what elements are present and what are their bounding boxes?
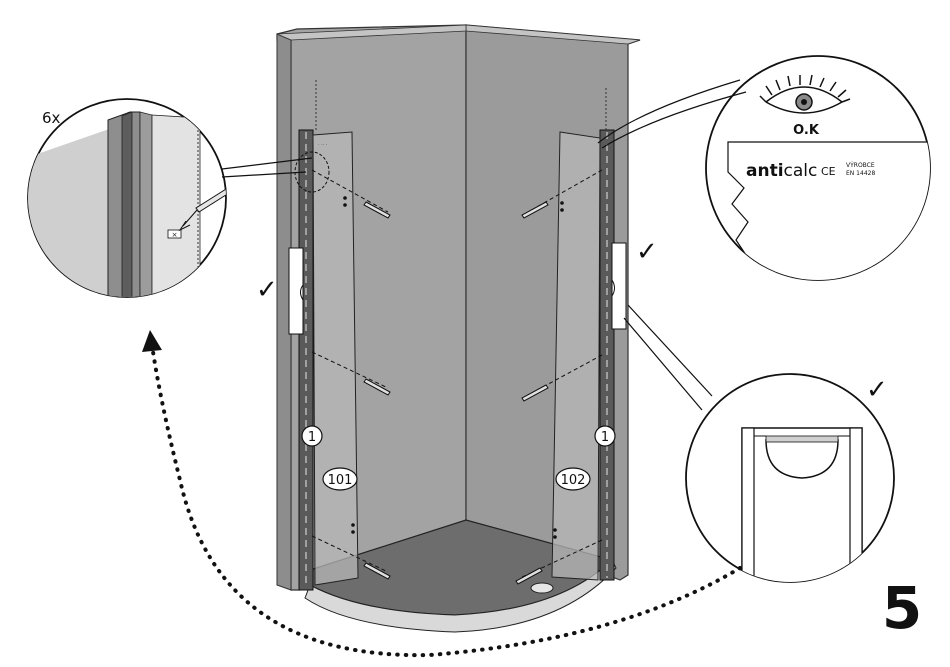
brand-anti: anti <box>746 161 784 181</box>
eye-icon <box>759 74 851 114</box>
checkmark-left: ✓ <box>256 275 278 305</box>
step-number: 5 <box>882 574 922 642</box>
return-arrow-head <box>142 330 162 352</box>
part-label-door-left-text: 101 <box>328 473 353 488</box>
glass-label-mini: · ·· · <box>318 142 328 148</box>
part-label-profile-left: 1 <box>301 425 323 447</box>
label-detail-connector <box>597 79 747 149</box>
seal-profile-cutout <box>765 439 839 479</box>
svg-text:anticalc: anticalc <box>746 161 817 181</box>
left-door-glass <box>312 131 359 586</box>
return-dotted-arrow <box>150 343 742 658</box>
maker-line1: VÝROBCE <box>846 162 875 169</box>
shower-enclosure: · ·· · <box>276 24 641 633</box>
ce-mark: CE <box>821 165 836 178</box>
drill-lines <box>311 169 603 579</box>
part-label-door-right-text: 102 <box>561 473 586 488</box>
seal-detail-connector <box>623 304 713 411</box>
detail-marker-circle <box>294 151 330 193</box>
pin-drill-mark <box>167 229 182 239</box>
pin-detail-connector-1 <box>221 157 313 170</box>
detail-circle-label: anticalc CE VÝROBCE EN 14428 O.K <box>705 55 931 281</box>
part-label-profile-right-text: 1 <box>601 430 609 445</box>
shower-tray-rim <box>304 559 617 633</box>
pin-pencil <box>195 183 226 213</box>
checkmark-bottom-detail: ✓ <box>866 375 888 405</box>
detail-circle-pin: × 6x <box>27 98 227 298</box>
pin-quantity-label: 6x <box>42 109 61 127</box>
ok-label: O.K <box>793 123 820 138</box>
left-side-clip <box>288 247 304 335</box>
wall-pins <box>363 201 549 585</box>
part-label-door-left: 101 <box>322 467 358 491</box>
svg-text:×: × <box>172 231 178 239</box>
tray-drain <box>530 582 554 594</box>
brand-calc: calc <box>784 161 818 181</box>
right-door-glass <box>551 131 601 581</box>
pin-detail-connector-2 <box>221 171 307 178</box>
right-side-clip <box>611 242 627 330</box>
checkmark-right: ✓ <box>636 237 658 267</box>
part-label-profile-right: 1 <box>594 425 616 447</box>
part-label-door-right: 102 <box>555 467 591 491</box>
maker-line2: EN 14428 <box>846 170 875 177</box>
detail-circle-seal <box>685 373 895 583</box>
part-label-profile-left-text: 1 <box>308 430 316 445</box>
screw-holes <box>343 196 564 539</box>
